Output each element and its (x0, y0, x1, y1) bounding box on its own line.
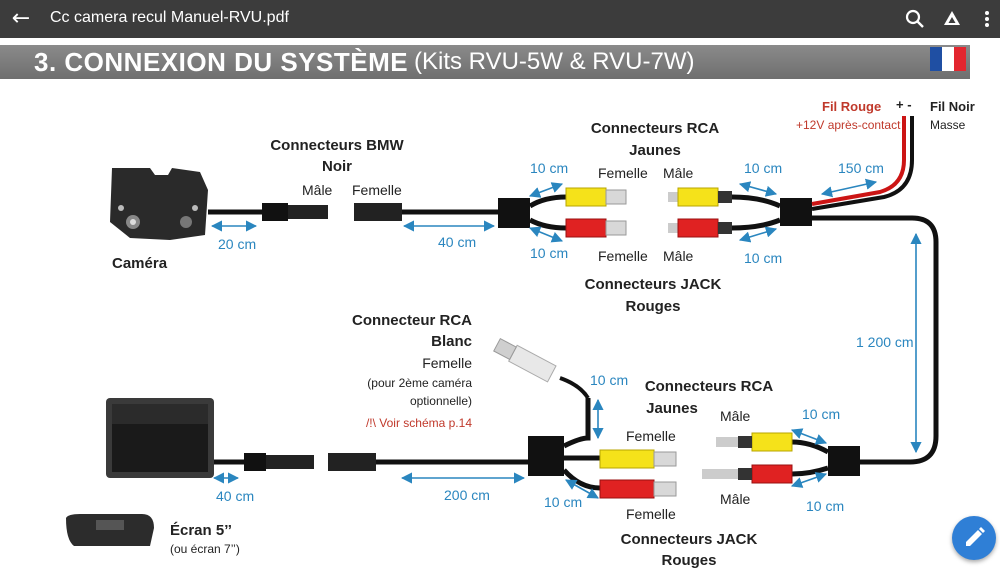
label-male-bmw: Mâle (302, 182, 333, 198)
app-bar: ← Cc camera recul Manuel-RVU.pdf (0, 0, 1000, 38)
drive-icon[interactable] (941, 8, 963, 30)
apres-contact-label: +12V après-contact (796, 118, 901, 132)
label-femelle-bottom-red: Femelle (626, 506, 676, 522)
label-femelle-top: Femelle (598, 165, 648, 181)
blanc-femelle: Femelle (422, 355, 472, 371)
dim-40cm-bottom: 40 cm (216, 488, 255, 504)
dim-10cm-6: 10 cm (544, 494, 583, 510)
french-flag-icon (930, 47, 966, 71)
jack-sub-bottom: Rouges (661, 552, 717, 569)
rca-jaunes-sub-bottom: Jaunes (646, 400, 698, 417)
document-title: Cc camera recul Manuel-RVU.pdf (50, 9, 289, 26)
wiring-diagram (66, 116, 939, 546)
dim-10cm-1: 10 cm (530, 160, 569, 176)
dim-200cm: 200 cm (444, 487, 490, 503)
bmw-title: Connecteurs BMW (270, 137, 404, 154)
back-icon[interactable]: ← (11, 6, 31, 31)
blanc-note-1: (pour 2ème caméra (367, 376, 472, 390)
dim-1200cm: 1 200 cm (856, 334, 914, 350)
fil-noir-label: Fil Noir (930, 99, 975, 114)
dim-10cm-4: 10 cm (744, 250, 783, 266)
plus-minus-label: + - (896, 97, 912, 112)
search-icon[interactable] (904, 8, 926, 30)
label-male-top-red: Mâle (663, 248, 694, 264)
rca-jaunes-title: Connecteurs RCA (590, 120, 720, 137)
label-femelle-top-red: Femelle (598, 248, 648, 264)
label-male-top: Mâle (663, 165, 694, 181)
dim-150cm: 150 cm (838, 160, 884, 176)
label-femelle-bmw: Femelle (352, 182, 402, 198)
jack-title-bottom: Connecteurs JACK (620, 531, 758, 548)
camera-icon (110, 168, 208, 240)
blanc-title: Connecteur RCA (351, 312, 472, 329)
dim-10cm-2: 10 cm (530, 245, 569, 261)
dim-10cm-3: 10 cm (744, 160, 783, 176)
rca-jaunes-sub: Jaunes (629, 142, 681, 159)
rca-jaunes-title-bottom: Connecteurs RCA (644, 378, 774, 395)
jack-sub-top: Rouges (625, 298, 681, 315)
dim-40cm-top: 40 cm (438, 234, 477, 250)
camera-label: Caméra (112, 255, 168, 272)
blanc-sub: Blanc (431, 333, 472, 350)
section-subheading: (Kits RVU-5W & RVU-7W) (414, 48, 695, 75)
blanc-note-2: optionnelle) (409, 394, 472, 408)
pencil-icon (966, 527, 985, 546)
masse-label: Masse (930, 118, 966, 132)
fil-rouge-label: Fil Rouge (822, 99, 882, 114)
section-header: 3. CONNEXION DU SYSTÈME (Kits RVU-5W & R… (0, 45, 970, 79)
jack-title-top: Connecteurs JACK (584, 276, 722, 293)
screen-icon (106, 398, 214, 478)
section-heading: 3. CONNEXION DU SYSTÈME (34, 47, 409, 77)
ecran-sub-label: (ou écran 7’’) (170, 542, 240, 556)
bmw-sub: Noir (322, 158, 352, 175)
dim-20cm: 20 cm (218, 236, 257, 252)
label-male-bottom: Mâle (720, 408, 751, 424)
dim-10cm-5: 10 cm (590, 372, 629, 388)
dim-10cm-8: 10 cm (806, 498, 845, 514)
voir-schema-note: /!\ Voir schéma p.14 (365, 416, 472, 430)
ecran-label: Écran 5’’ (170, 522, 232, 539)
label-femelle-bottom: Femelle (626, 428, 676, 444)
more-vert-icon[interactable] (976, 8, 998, 30)
label-male-bottom-red: Mâle (720, 491, 751, 507)
dim-10cm-7: 10 cm (802, 406, 841, 422)
edit-fab-button[interactable] (952, 516, 996, 560)
mirror-screen-icon (66, 514, 154, 546)
